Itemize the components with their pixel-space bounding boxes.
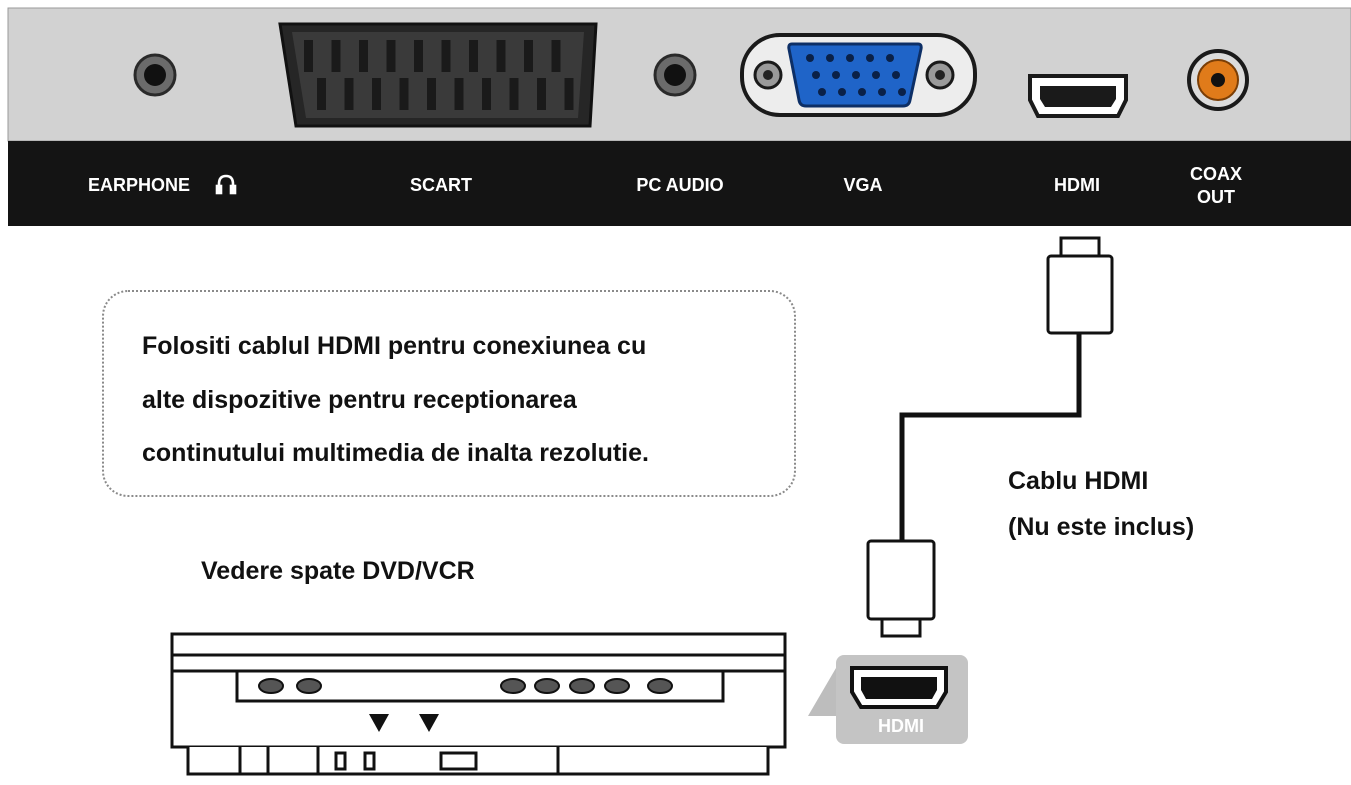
scart-pin [427, 78, 436, 110]
hdmi-port [1028, 74, 1128, 118]
vga-pin [858, 88, 866, 96]
scart-pin [482, 78, 491, 110]
device-title: Vedere spate DVD/VCR [201, 557, 475, 585]
cable-plug-bottom-tip [880, 617, 922, 638]
dvd-led [258, 678, 284, 694]
dvd-hdmi-label: HDMI [878, 716, 924, 736]
scart-connector [278, 22, 598, 128]
dvd-led [604, 678, 630, 694]
port-label-coax: COAX [1190, 164, 1242, 184]
tv-back-panel: EARPHONE SCART PC AUDIO VGA HDMI COAX OU… [7, 7, 1351, 226]
vga-pin [878, 88, 886, 96]
dvd-led [534, 678, 560, 694]
scart-pin [496, 40, 506, 72]
vga-pin [826, 54, 834, 62]
vga-pin [806, 54, 814, 62]
hdmi-cable [866, 236, 1114, 638]
vga-pin [846, 54, 854, 62]
dvd-led [500, 678, 526, 694]
scart-pin [469, 40, 478, 72]
scart-pin [537, 78, 546, 110]
info-note: Folositi cablul HDMI pentru conexiunea c… [102, 290, 796, 497]
vga-connector [740, 33, 977, 117]
cable-label: Cablu HDMI [1008, 467, 1149, 495]
note-line: alte dispozitive pentru receptionarea [142, 386, 577, 414]
port-label-coax-out: OUT [1197, 187, 1235, 207]
scart-pin [386, 40, 396, 72]
scart-pin [344, 78, 354, 110]
headphone-icon [215, 174, 237, 195]
scart-pin [454, 78, 464, 110]
dvd-vcr-rear [170, 632, 787, 776]
vga-pin [866, 54, 874, 62]
pc-audio-jack [653, 53, 697, 97]
cable-note: (Nu este inclus) [1008, 513, 1195, 541]
dvd-led [296, 678, 322, 694]
port-label-vga: VGA [843, 175, 882, 195]
port-label-scart: SCART [410, 175, 472, 195]
scart-pin [509, 78, 519, 110]
vga-pin [818, 88, 826, 96]
scart-pin [317, 78, 326, 110]
dvd-hdmi-callout: HDMI [808, 655, 968, 744]
scart-pin [399, 78, 409, 110]
scart-pin [564, 78, 574, 110]
vga-pin [852, 71, 860, 79]
cable-wire [899, 333, 1082, 541]
scart-pin [551, 40, 561, 72]
dvd-led [569, 678, 595, 694]
vga-pin [892, 71, 900, 79]
vga-pin [812, 71, 820, 79]
scart-pin [304, 40, 313, 72]
cable-plug-top [1046, 254, 1114, 335]
vga-pin [832, 71, 840, 79]
dvd-led [647, 678, 673, 694]
vga-pin [872, 71, 880, 79]
cable-plug-top-tip [1059, 236, 1101, 258]
vga-pin [838, 88, 846, 96]
scart-pin [372, 78, 381, 110]
note-line: continutului multimedia de inalta rezolu… [142, 439, 649, 467]
port-label-earphone: EARPHONE [88, 175, 190, 195]
cable-plug-bottom [866, 539, 936, 621]
scart-pin [414, 40, 423, 72]
vga-pin [886, 54, 894, 62]
coax-out-jack [1187, 49, 1249, 111]
scart-pin [524, 40, 533, 72]
scart-pin [441, 40, 451, 72]
earphone-jack [133, 53, 177, 97]
port-label-pc-audio: PC AUDIO [636, 175, 723, 195]
vga-pin [898, 88, 906, 96]
scart-pin [331, 40, 341, 72]
note-line: Folositi cablul HDMI pentru conexiunea c… [142, 332, 647, 360]
port-label-hdmi: HDMI [1054, 175, 1100, 195]
scart-pin [359, 40, 368, 72]
